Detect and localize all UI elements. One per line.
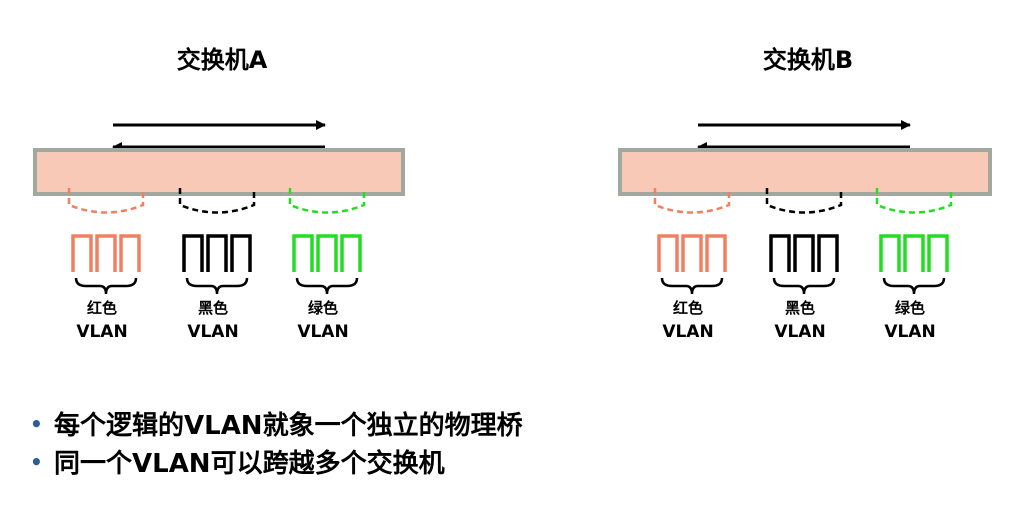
brace <box>660 277 724 295</box>
vlan-dashed-link <box>765 188 843 214</box>
switch-a-vlan-green-ports <box>288 188 366 295</box>
port-bar <box>681 234 703 272</box>
port-bar <box>705 234 727 272</box>
vlan-dashed-link <box>653 188 731 214</box>
vlan-tag: VLAN <box>662 322 714 342</box>
vlan-name: 绿色 <box>307 299 338 317</box>
vlan-tag: VLAN <box>76 322 128 342</box>
switch-a-vlan-black-label: 黑色 VLAN <box>168 296 258 344</box>
port-bar <box>95 234 117 272</box>
bullet-item: • 每个逻辑的VLAN就象一个独立的物理桥 <box>30 406 523 444</box>
bullet-dot-icon: • <box>30 450 43 474</box>
vlan-tag: VLAN <box>884 322 936 342</box>
vlan-tag: VLAN <box>297 322 349 342</box>
port-bar <box>817 234 839 272</box>
port-bar <box>879 234 901 272</box>
bullet-text: 每个逻辑的VLAN就象一个独立的物理桥 <box>54 411 523 441</box>
vlan-dashed-link <box>178 188 256 214</box>
bullet-item: • 同一个VLAN可以跨越多个交换机 <box>30 444 523 482</box>
vlan-name: 红色 <box>672 299 703 317</box>
vlan-dashed-link <box>875 188 953 214</box>
vlan-name: 黑色 <box>197 299 228 317</box>
port-bar <box>340 234 362 272</box>
bullet-list: • 每个逻辑的VLAN就象一个独立的物理桥 • 同一个VLAN可以跨越多个交换机 <box>30 406 523 482</box>
port-bar <box>927 234 949 272</box>
switch-b-bar <box>618 148 992 196</box>
switch-b-vlan-red-ports <box>653 188 731 295</box>
bullet-text: 同一个VLAN可以跨越多个交换机 <box>54 449 445 479</box>
switch-a-vlan-green-label: 绿色 VLAN <box>278 296 368 344</box>
vlan-name: 绿色 <box>894 299 925 317</box>
switch-b-vlan-green-ports <box>875 188 953 295</box>
brace <box>74 277 138 295</box>
brace <box>295 277 359 295</box>
vlan-tag: VLAN <box>187 322 239 342</box>
port-bar <box>71 234 93 272</box>
vlan-name: 黑色 <box>784 299 815 317</box>
port-bar <box>230 234 252 272</box>
switch-b-vlan-black-label: 黑色 VLAN <box>755 296 845 344</box>
vlan-dashed-link <box>67 188 145 214</box>
vlan-name: 红色 <box>86 299 117 317</box>
switch-b-vlan-green-label: 绿色 VLAN <box>865 296 955 344</box>
switch-a <box>33 120 405 196</box>
switch-b-vlan-black-ports <box>765 188 843 295</box>
port-bar <box>793 234 815 272</box>
port-bar <box>182 234 204 272</box>
port-bar <box>119 234 141 272</box>
brace <box>882 277 946 295</box>
port-bar <box>769 234 791 272</box>
vlan-dashed-link <box>288 188 366 214</box>
bullet-dot-icon: • <box>30 412 43 436</box>
port-bar <box>657 234 679 272</box>
switch-a-vlan-red-ports <box>67 188 145 295</box>
vlan-tag: VLAN <box>774 322 826 342</box>
brace <box>772 277 836 295</box>
switch-a-vlan-black-ports <box>178 188 256 295</box>
switch-a-vlan-red-label: 红色 VLAN <box>57 296 147 344</box>
switch-b <box>618 120 992 196</box>
switch-a-bar <box>33 148 405 196</box>
port-bar <box>316 234 338 272</box>
switch-b-vlan-red-label: 红色 VLAN <box>643 296 733 344</box>
port-bar <box>292 234 314 272</box>
port-bar <box>206 234 228 272</box>
brace <box>185 277 249 295</box>
switch-a-title: 交换机A <box>176 46 268 74</box>
switch-b-title: 交换机B <box>762 46 854 74</box>
port-bar <box>903 234 925 272</box>
